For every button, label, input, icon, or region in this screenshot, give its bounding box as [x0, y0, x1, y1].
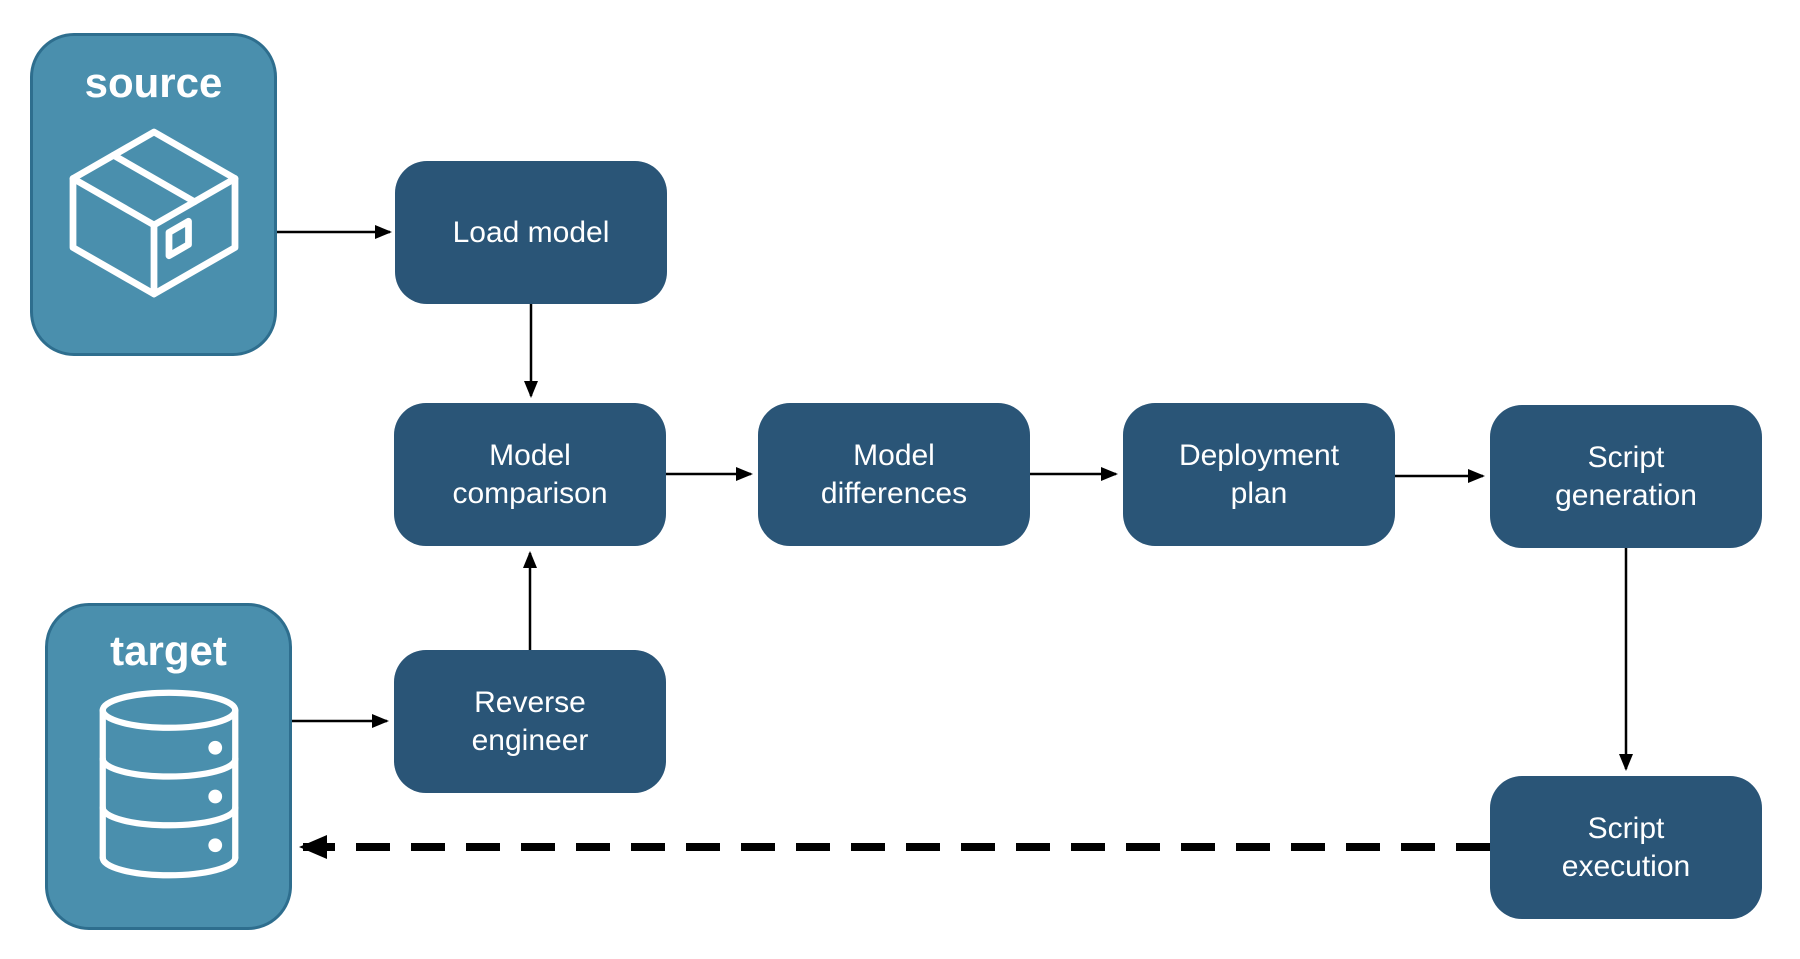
node-script-generation: Script generation — [1490, 405, 1762, 548]
node-label: Deployment plan — [1178, 438, 1340, 510]
container-source: source — [30, 33, 277, 356]
node-label: Reverse engineer — [471, 685, 589, 757]
node-label: Script generation — [1555, 440, 1697, 512]
node-label: Script execution — [1561, 811, 1691, 883]
node-model-differences: Model differences — [758, 403, 1030, 546]
node-label: Model differences — [820, 438, 968, 510]
database-icon — [99, 689, 238, 879]
target-label: target — [110, 627, 227, 674]
node-model-comparison: Model comparison — [394, 403, 666, 546]
package-icon — [69, 128, 238, 298]
database-dot — [207, 838, 222, 853]
node-label: Model comparison — [452, 438, 608, 510]
node-label: Load model — [452, 215, 610, 249]
container-target: target — [45, 603, 292, 930]
database-dot — [207, 789, 222, 804]
source-label: source — [84, 59, 223, 106]
node-reverse-engineer: Reverse engineer — [394, 650, 666, 793]
node-load-model: Load model — [395, 161, 667, 304]
node-deployment-plan: Deployment plan — [1123, 403, 1395, 546]
node-script-execution: Script execution — [1490, 776, 1762, 919]
database-dot — [207, 740, 222, 755]
